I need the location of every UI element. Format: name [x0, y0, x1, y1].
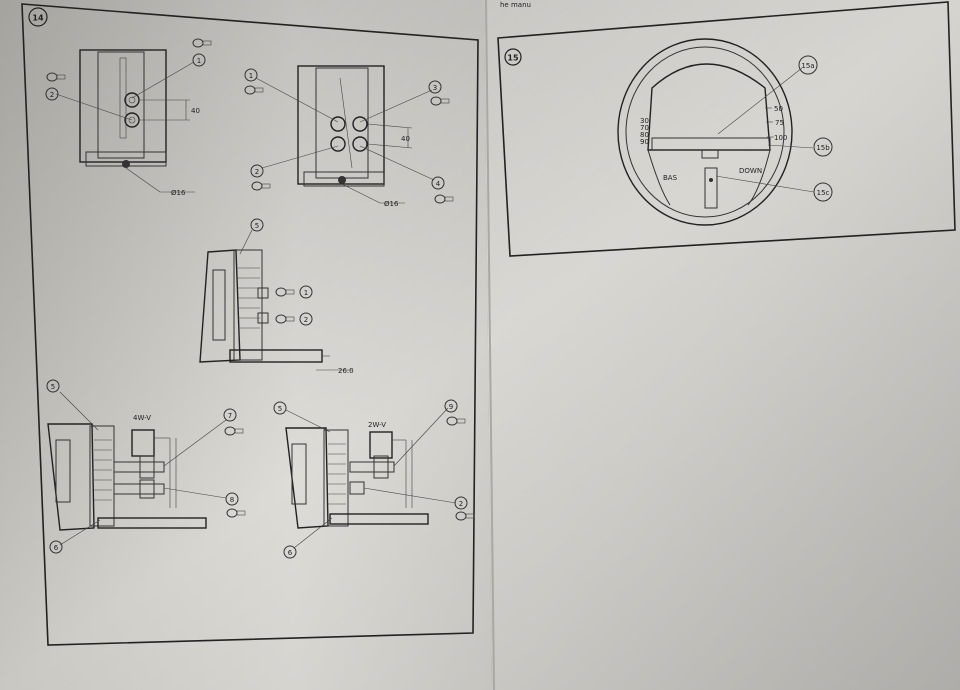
- callout-6: [283, 545, 297, 559]
- scale-left-90: 90: [640, 138, 649, 146]
- callout-8: [225, 492, 239, 506]
- svg-text:9: 9: [449, 403, 453, 411]
- screw-icon: [244, 85, 264, 95]
- callout-4: [431, 176, 445, 190]
- screw-icon: [251, 181, 271, 191]
- model-4wv: 4W-V: [133, 414, 151, 422]
- svg-text:6: 6: [54, 544, 59, 552]
- figure-14-badge: [28, 7, 48, 27]
- drawing-dial: 50 75 100 30 70 80 90 BAS DOWN 15a 15b 1…: [617, 38, 833, 226]
- top-corner-text: he manu: [500, 1, 531, 9]
- callout-1: [299, 285, 313, 299]
- svg-text:3: 3: [433, 84, 437, 92]
- callout-9: [444, 399, 458, 413]
- callout-2: [250, 164, 264, 178]
- svg-text:6: 6: [288, 549, 293, 557]
- screw-icon: [434, 194, 454, 204]
- model-2wv: 2W-V: [368, 421, 386, 429]
- svg-text:2: 2: [50, 91, 54, 99]
- scale-left-80: 80: [640, 131, 649, 139]
- callout-15b: [813, 137, 833, 157]
- side-dim-top-left: 40: [191, 107, 200, 115]
- screw-icon: [46, 72, 66, 82]
- screw-icon: [455, 511, 475, 521]
- drawing-middle: 26.0 5 1 2: [199, 218, 354, 375]
- svg-text:1: 1: [249, 72, 253, 80]
- callout-5: [46, 379, 60, 393]
- callout-5: [250, 218, 264, 232]
- label-down: DOWN: [739, 167, 762, 175]
- scale-right-50: 50: [774, 105, 783, 113]
- callout-1: [244, 68, 258, 82]
- svg-text:4: 4: [436, 180, 441, 188]
- left-figure-frame: [21, 3, 479, 646]
- drawing-bottom-left: 4W-V 5 7 8 6: [46, 379, 246, 554]
- scale-right-100: 100: [774, 134, 787, 142]
- screw-icon: [226, 508, 246, 518]
- callout-2: [454, 496, 468, 510]
- callout-5: [273, 401, 287, 415]
- screw-icon: [275, 287, 295, 297]
- callout-3: [428, 80, 442, 94]
- dim-26-middle: 26.0: [338, 367, 354, 375]
- drawing-top-left: 40 1 2 Ø16: [45, 38, 212, 197]
- svg-text:15b: 15b: [816, 144, 830, 152]
- right-figure-frame: [497, 1, 956, 257]
- screw-icon: [446, 416, 466, 426]
- callout-15a: [798, 55, 818, 75]
- drawing-bottom-right: 2W-V 5 9 2 6: [273, 399, 475, 559]
- svg-text:2: 2: [459, 500, 463, 508]
- svg-text:7: 7: [228, 412, 232, 420]
- book-gutter: [485, 0, 495, 690]
- callout-2: [45, 87, 59, 101]
- callout-1: [192, 53, 206, 67]
- svg-text:15a: 15a: [801, 62, 814, 70]
- dim-16-top-left: Ø16: [171, 189, 186, 197]
- svg-text:5: 5: [51, 383, 55, 391]
- screw-icon: [192, 38, 212, 48]
- svg-text:5: 5: [278, 405, 282, 413]
- svg-text:8: 8: [230, 496, 234, 504]
- dim-16-top-right: Ø16: [384, 200, 399, 208]
- scale-left-70: 70: [640, 124, 649, 132]
- screw-icon: [224, 426, 244, 436]
- screw-icon: [430, 96, 450, 106]
- svg-text:1: 1: [197, 57, 201, 65]
- callout-15c: [813, 182, 833, 202]
- figure-15-badge: [504, 48, 522, 66]
- label-bas: BAS: [663, 174, 678, 182]
- figure-15-label: 15: [507, 54, 519, 63]
- scale-left-30: 30: [640, 117, 649, 125]
- callout-6: [49, 540, 63, 554]
- side-dim-top-right: 40: [401, 135, 410, 143]
- svg-text:1: 1: [304, 289, 308, 297]
- svg-text:15c: 15c: [817, 189, 830, 197]
- drawing-top-right: 40 1 2 3 4 Ø16: [244, 65, 454, 208]
- svg-text:2: 2: [304, 316, 308, 324]
- figure-14-label: 14: [32, 14, 44, 23]
- svg-text:2: 2: [255, 168, 259, 176]
- callout-2: [299, 312, 313, 326]
- callout-7: [223, 408, 237, 422]
- scale-right-75: 75: [775, 119, 784, 127]
- svg-text:5: 5: [255, 222, 259, 230]
- screw-icon: [275, 314, 295, 324]
